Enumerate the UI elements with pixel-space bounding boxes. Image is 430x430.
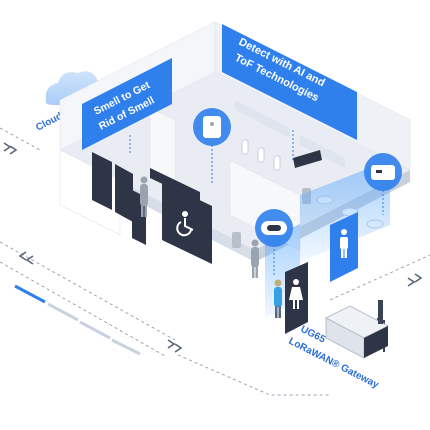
toilet-stalls: [92, 152, 212, 264]
odor-sensor-icon: [193, 108, 231, 185]
chevron-arrows: [3, 142, 423, 353]
female-restroom-icon: [285, 262, 308, 334]
connection-lines: [0, 127, 430, 396]
signal-strips: [14, 284, 141, 356]
male-restroom-icon: [330, 212, 358, 282]
gateway-device-icon: [324, 300, 390, 359]
people-counter-icon: [364, 153, 402, 215]
wheelchair-icon: [176, 211, 194, 237]
tof-sensor-icon: [255, 209, 293, 275]
